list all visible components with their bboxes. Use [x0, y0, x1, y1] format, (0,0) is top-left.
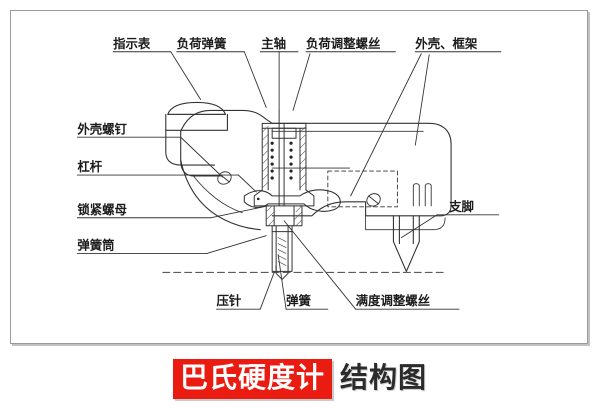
inner-right-line: [365, 215, 446, 231]
indenter-tip: [275, 264, 289, 280]
label-lock-nut: 锁紧螺母: [77, 202, 127, 217]
diagram-frame: 指示表 负荷弹簧 主轴 负荷调整螺丝 外壳、框架 外壳螺钉 杠杆 锁紧螺母 弹簧…: [10, 10, 588, 344]
leader-indicator: [170, 51, 202, 100]
label-texts: 指示表 负荷弹簧 主轴 负荷调整螺丝 外壳、框架 外壳螺钉 杠杆 锁紧螺母 弹簧…: [76, 36, 478, 308]
indenter: [275, 264, 289, 280]
label-housing-screw: 外壳螺钉: [76, 121, 127, 136]
label-housing-frame: 外壳、框架: [414, 36, 478, 51]
label-spring: 弹簧: [286, 293, 311, 308]
figure-caption: 巴氏硬度计 结构图: [0, 352, 600, 406]
leader-lines-right: [400, 214, 500, 239]
housing-screw-head: [217, 171, 232, 185]
label-indenter: 压针: [216, 293, 241, 308]
leader-housing-frame-b: [414, 54, 430, 146]
lock-nut: [265, 205, 303, 227]
rib-1-cap: [412, 183, 420, 187]
leader-lines-top: [112, 51, 502, 197]
leader-lines-bottom: [216, 220, 460, 310]
right-screw-slot: [368, 195, 379, 205]
label-full-scale-screw: 满度调整螺丝: [356, 293, 430, 308]
label-load-spring: 负荷弹簧: [177, 36, 227, 51]
section-left-wall: [253, 122, 269, 207]
leader-housing-screw: [180, 136, 223, 178]
load-spring-coils: [270, 141, 293, 180]
leader-full-scale-screw: [283, 220, 357, 310]
label-indicator: 指示表: [113, 36, 151, 51]
lock-nut-body: [265, 205, 303, 227]
hidden-detail-box: [327, 170, 398, 208]
spring-barrel: [271, 225, 293, 272]
spring-barrel-outline: [271, 225, 293, 272]
lever-pivot: [256, 197, 260, 201]
housing-top-profile: [180, 109, 452, 217]
central-section: [253, 109, 315, 207]
inner-left-curve: [192, 174, 243, 214]
hatch-left: [261, 126, 269, 189]
dial-body: [165, 129, 216, 166]
housing-screw-slot: [219, 173, 230, 183]
dial-indicator: [165, 101, 228, 166]
label-lever: 杠杆: [77, 159, 102, 174]
leader-spring-barrel: [206, 235, 267, 254]
right-screw-detail: [366, 193, 381, 207]
rib-2-cap: [424, 183, 432, 187]
leader-load-spring: [243, 51, 267, 108]
caption-product-name: 巴氏硬度计: [172, 359, 332, 399]
housing-ribs: [412, 183, 432, 207]
section-right-wall: [299, 122, 315, 207]
support-leg: [392, 215, 420, 272]
lock-nut-hatch: [265, 205, 303, 226]
label-spring-barrel: 弹簧筒: [77, 238, 114, 253]
lever: [243, 189, 341, 212]
housing-screw-detail: [217, 171, 232, 185]
leader-load-adjust-screw: [292, 53, 311, 111]
lever-outline: [243, 189, 341, 212]
leader-lines-left: [76, 136, 269, 254]
leader-lever: [237, 174, 257, 193]
label-main-shaft: 主轴: [261, 36, 286, 51]
label-support-leg: 支脚: [448, 199, 474, 214]
housing-left-lower-curve: [180, 159, 261, 231]
dial-band: [165, 113, 228, 131]
support-leg-outline: [392, 215, 420, 272]
structure-diagram: 指示表 负荷弹簧 主轴 负荷调整螺丝 外壳、框架 外壳螺钉 杠杆 锁紧螺母 弹簧…: [76, 36, 502, 310]
inner-contours: [192, 130, 446, 231]
spring-coils: [277, 237, 287, 266]
leader-spring: [277, 254, 287, 310]
leader-housing-frame-a: [350, 53, 422, 197]
hatch-right: [299, 126, 307, 189]
caption-subject: 结构图: [340, 361, 428, 394]
dial-cap: [167, 101, 226, 115]
right-screw-head: [366, 193, 381, 207]
housing-outline: [180, 109, 452, 231]
leader-indenter: [259, 271, 275, 310]
label-load-adjust-screw: 负荷调整螺丝: [306, 36, 380, 51]
